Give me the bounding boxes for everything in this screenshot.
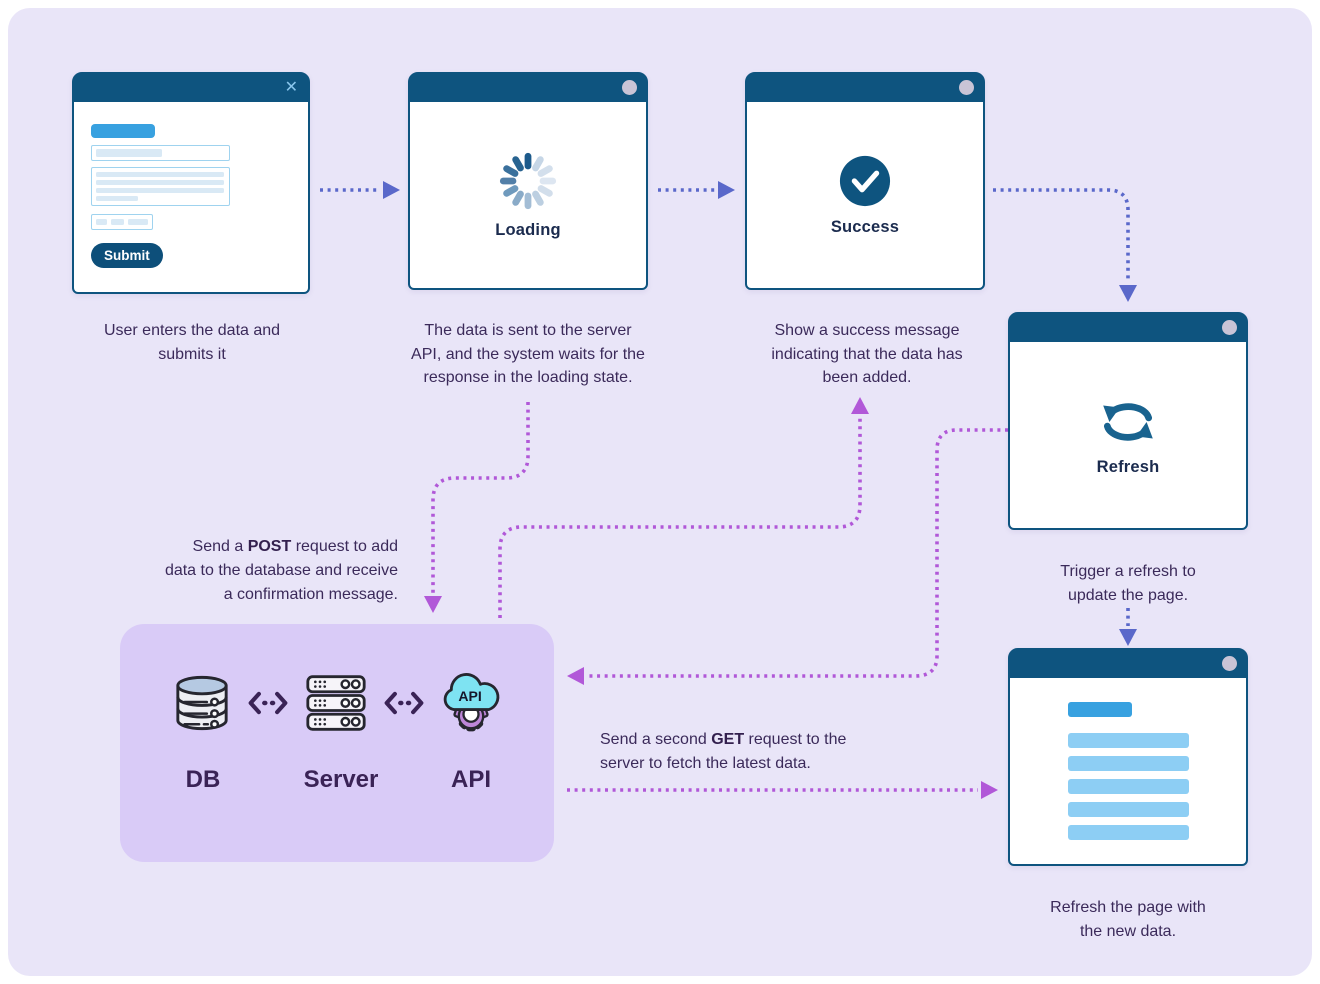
bidirectional-arrow-icon	[384, 691, 424, 715]
refresh-icon	[1103, 402, 1153, 441]
success-caption: Show a success message indicating that t…	[771, 322, 963, 386]
window-control-dot	[959, 80, 974, 95]
refresh-label: Refresh	[1096, 457, 1160, 476]
get-request-note: Send a second GET request to the server …	[600, 731, 847, 772]
backend-box: API DB Server API	[120, 624, 554, 862]
arrow-confirmation	[498, 417, 862, 618]
list-item	[1067, 825, 1189, 840]
refresh-window: Refresh	[1008, 312, 1248, 530]
loading-window: Loading	[408, 72, 648, 290]
arrow-success-to-refresh	[993, 188, 1130, 282]
close-icon[interactable]: ✕	[284, 79, 298, 96]
server-label: Server	[303, 766, 379, 793]
api-icon-text: API	[458, 688, 481, 704]
textarea-input[interactable]	[91, 167, 230, 206]
form-window-titlebar: ✕	[74, 74, 308, 102]
result-window	[1008, 648, 1248, 866]
result-caption: Refresh the page with the new data.	[1050, 899, 1206, 940]
window-control-dot	[1222, 656, 1237, 671]
submit-button[interactable]: Submit	[91, 243, 163, 268]
refresh-caption: Trigger a refresh to update the page.	[1060, 563, 1196, 604]
result-window-titlebar	[1010, 650, 1246, 678]
loading-label: Loading	[495, 221, 561, 239]
list-item	[1067, 802, 1189, 817]
flow-arrows	[320, 181, 1137, 799]
window-control-dot	[1222, 320, 1237, 335]
form-fields: Submit	[91, 124, 230, 268]
form-caption: User enters the data and submits it	[103, 322, 281, 363]
flow-diagram-canvas: ✕ Submit User enters the data and sub	[8, 8, 1312, 976]
success-window-titlebar	[747, 74, 983, 102]
form-window: ✕ Submit	[72, 72, 310, 294]
success-window: Success	[745, 72, 985, 290]
check-circle-icon	[839, 155, 891, 206]
post-request-note: Send a POST request to add data to the d…	[164, 538, 398, 603]
list-item	[1067, 733, 1189, 748]
form-label-pill	[91, 124, 155, 138]
refresh-window-titlebar	[1010, 314, 1246, 342]
loading-caption: The data is sent to the server API, and …	[411, 322, 645, 386]
db-label: DB	[185, 766, 221, 793]
data-list	[1067, 702, 1189, 840]
api-label: API	[450, 766, 491, 793]
list-title-bar	[1067, 702, 1132, 717]
list-item	[1067, 779, 1189, 794]
success-label: Success	[830, 217, 900, 236]
spinner-icon	[499, 152, 557, 210]
arrow-post-request	[431, 402, 530, 593]
list-item	[1067, 756, 1189, 771]
text-input[interactable]	[91, 145, 230, 161]
api-cloud-icon: API	[443, 673, 500, 732]
server-icon	[306, 675, 366, 731]
window-control-dot	[622, 80, 637, 95]
loading-window-titlebar	[410, 74, 646, 102]
arrow-get-request	[587, 428, 1008, 678]
small-input[interactable]	[91, 214, 153, 230]
bidirectional-arrow-icon	[248, 691, 288, 715]
database-icon	[176, 675, 228, 731]
